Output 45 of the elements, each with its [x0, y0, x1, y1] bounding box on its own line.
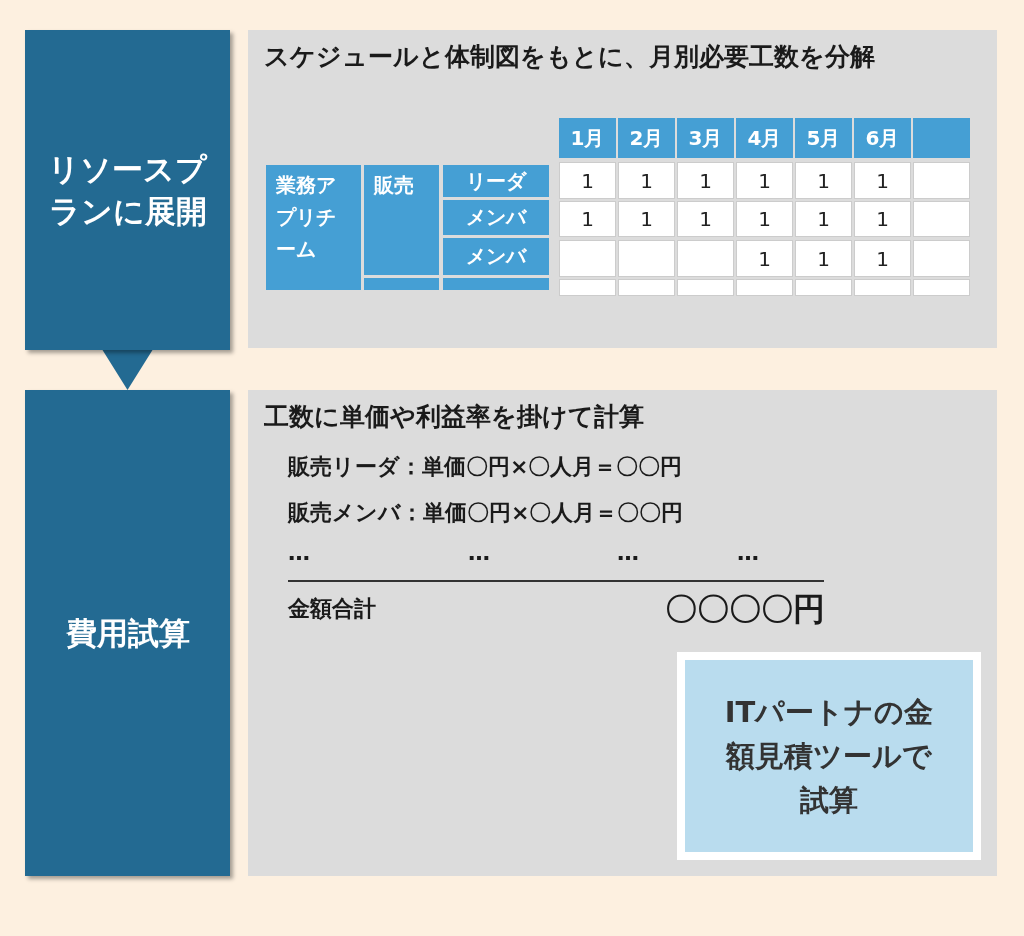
calculation-text: 販売メンバ：単価〇円×〇人月＝〇〇円 — [288, 499, 684, 527]
calculation-text: 金額合計 — [288, 595, 376, 623]
header-cell: 1月 — [559, 118, 616, 158]
header-cell: 2月 — [618, 118, 675, 158]
data-cell: 1 — [559, 201, 616, 237]
header-cell: 販売 — [364, 165, 439, 275]
data-cell: 1 — [618, 162, 675, 199]
step-box — [25, 390, 230, 876]
data-cell: 1 — [677, 162, 734, 199]
header-cell: 業務アプリチーム — [266, 165, 361, 290]
header-cell: 5月 — [795, 118, 852, 158]
calculation-text: 販売リーダ：単価〇円×〇人月＝〇〇円 — [288, 453, 683, 481]
calculation-text: … — [617, 540, 639, 565]
data-cell: 1 — [854, 162, 911, 199]
header-cell: 3月 — [677, 118, 734, 158]
data-cell: 1 — [677, 201, 734, 237]
data-cell: 1 — [736, 240, 793, 277]
panel-heading: スケジュールと体制図をもとに、月別必要工数を分解 — [264, 41, 876, 73]
data-cell: 1 — [795, 201, 852, 237]
header-cell: 6月 — [854, 118, 911, 158]
step-box — [25, 30, 230, 350]
data-cell: 1 — [795, 162, 852, 199]
data-cell: 1 — [736, 201, 793, 237]
callout-text: ITパートナの金額見積ツールで試算 — [723, 694, 935, 819]
description-panel — [248, 30, 997, 348]
data-cell: 1 — [736, 162, 793, 199]
panel-heading: 工数に単価や利益率を掛けて計算 — [264, 401, 645, 433]
data-cell: 1 — [559, 162, 616, 199]
calculation-text: … — [288, 540, 310, 565]
calculation-text: … — [468, 540, 490, 565]
description-panel — [248, 390, 997, 876]
header-cell: メンバ — [443, 200, 549, 235]
header-cell: メンバ — [443, 238, 549, 275]
step-label: リソースプランに展開 — [47, 150, 208, 231]
calculation-text: … — [737, 540, 759, 565]
total-amount: 〇〇〇〇円 — [665, 589, 825, 630]
data-cell: 1 — [854, 201, 911, 237]
data-cell: 1 — [795, 240, 852, 277]
header-cell: 4月 — [736, 118, 793, 158]
tool-callout-box — [677, 652, 981, 860]
step-label: 費用試算 — [65, 614, 190, 653]
header-cell: リーダ — [443, 165, 549, 197]
data-cell: 1 — [854, 240, 911, 277]
data-cell: 1 — [618, 201, 675, 237]
arrow — [102, 350, 153, 390]
